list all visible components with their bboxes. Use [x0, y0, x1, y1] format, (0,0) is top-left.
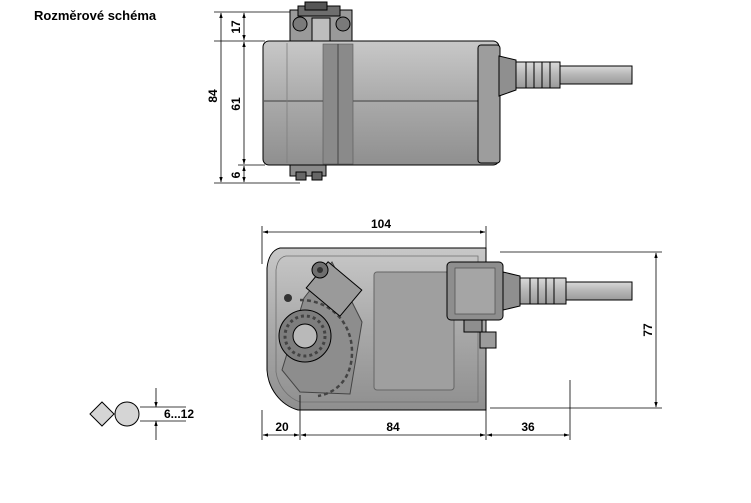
dim-84-horizontal: 84 — [386, 420, 400, 434]
shaft-range-label: 6...12 — [164, 407, 194, 421]
dim-104: 104 — [371, 217, 391, 231]
top-view-actuator: 17 61 84 6 — [206, 1, 633, 184]
dim-20: 20 — [275, 420, 289, 434]
dim-6: 6 — [229, 171, 243, 178]
front-view-actuator: 104 77 — [261, 217, 662, 440]
page-title: Rozměrové schéma — [34, 8, 157, 23]
square-shaft-icon — [89, 401, 115, 427]
dim-61: 61 — [229, 97, 243, 111]
dim-36: 36 — [521, 420, 535, 434]
dim-84-vertical: 84 — [206, 89, 220, 103]
dim-77: 77 — [641, 323, 655, 337]
round-shaft-icon — [114, 401, 140, 427]
shaft-range-symbol: 6...12 — [89, 388, 194, 440]
dim-17: 17 — [229, 20, 243, 34]
